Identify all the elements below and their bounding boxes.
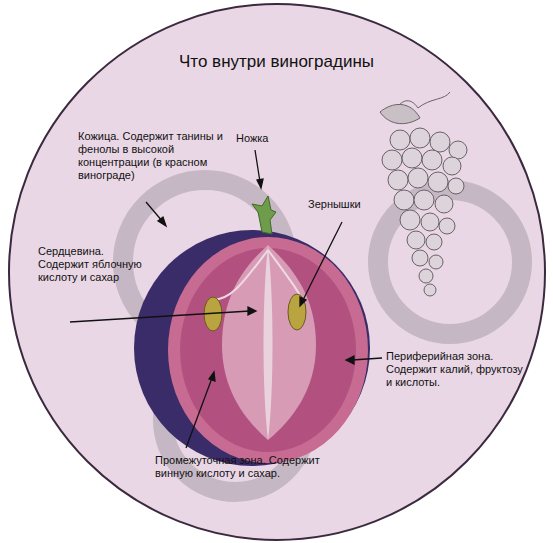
part-label: Периферийная зона. Содержит калий, фрукт… (386, 350, 526, 389)
grape-cut (134, 196, 370, 466)
background-disc (9, 4, 545, 540)
title: Что внутри виноградины (100, 52, 453, 72)
part-label: Ножка (236, 132, 296, 145)
part-label: Промежуточная зона. Содержит винную кисл… (155, 454, 345, 480)
part-label: Кожица. Содержит танины и фенолы в высок… (78, 130, 228, 182)
part-label: Зернышки (308, 198, 388, 211)
grape-bunch-sketch (380, 92, 467, 296)
leader-lines (70, 150, 382, 448)
watermark-rings (123, 180, 522, 492)
part-label: Сердцевина. Содержит яблочную кислоту и … (38, 245, 148, 284)
